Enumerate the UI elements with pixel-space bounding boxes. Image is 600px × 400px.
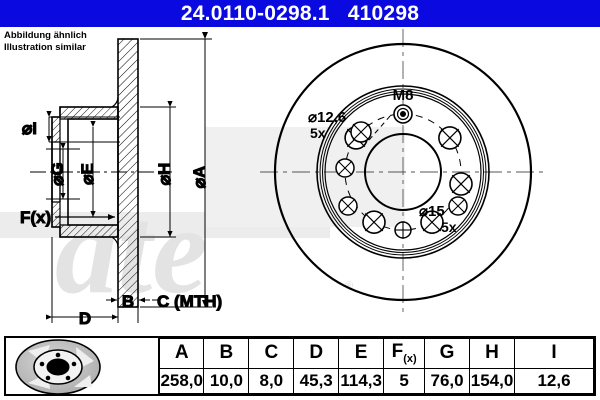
dimension-diameter-h	[140, 101, 176, 238]
header-reference: 410298	[347, 2, 420, 25]
label-fx: F(x)	[20, 208, 51, 227]
table-header-fx: F(x)	[383, 338, 426, 369]
svg-text:®: ®	[345, 280, 353, 292]
table-header-d: D	[293, 338, 340, 369]
table-value-d: 45,3	[293, 367, 340, 395]
large-hole	[362, 210, 386, 235]
note-line-en: Illustration similar	[4, 41, 86, 53]
annotation-small-hole	[368, 114, 392, 141]
label-diameter-e: ⌀E	[78, 163, 97, 185]
dimension-diameter-i	[46, 111, 120, 143]
disc-hat	[51, 96, 119, 248]
large-hole	[449, 172, 473, 196]
label-small-hole-count: 5x	[310, 125, 326, 141]
large-holes-group	[344, 126, 473, 235]
table-value-e: 114,3	[338, 367, 385, 395]
label-large-hole-dia: ⌀15	[419, 203, 445, 220]
small-hole	[394, 221, 412, 239]
table-value-b: 10,0	[203, 367, 250, 395]
dimension-diameter-g	[46, 143, 80, 200]
brake-disc-icon	[6, 338, 160, 395]
small-hole	[338, 196, 358, 216]
header-banner: 24.0110-0298.1 410298	[0, 0, 600, 27]
table-value-a: 258,0	[158, 367, 205, 395]
label-b: B	[122, 292, 134, 311]
label-diameter-h: ⌀H	[155, 163, 174, 186]
face-centre-lines	[260, 29, 546, 315]
large-hole	[438, 126, 462, 150]
label-small-hole-dia: ⌀12,6	[308, 109, 346, 126]
table-header-h: H	[469, 338, 515, 369]
table-header-i: I	[514, 338, 594, 369]
header-spacer	[330, 3, 348, 24]
table-header-a: A	[158, 338, 205, 369]
dimension-b-c-d	[46, 237, 160, 323]
table-value-g: 76,0	[424, 367, 471, 395]
label-m8: M8	[393, 87, 414, 104]
table-value-h: 154,0	[469, 367, 515, 395]
table-header-row: A B C D E F(x) G H I	[6, 338, 594, 395]
cross-section-view: ⌀I ⌀G ⌀E ⌀H	[20, 32, 223, 329]
table-header-c: C	[248, 338, 295, 369]
small-holes-group	[335, 121, 468, 239]
label-c: C (MTH)	[157, 292, 222, 311]
small-hole	[350, 121, 372, 143]
label-large-hole-count: 5x	[441, 219, 457, 235]
table-header-b: B	[203, 338, 250, 369]
m8-thread-hole	[393, 104, 413, 124]
small-hole	[335, 158, 355, 178]
label-d: D	[79, 309, 91, 328]
dimension-diameter-a	[140, 32, 212, 308]
note-line-de: Abbildung ähnlich	[4, 30, 87, 41]
label-diameter-g: ⌀G	[48, 162, 67, 185]
bolt-circle	[344, 113, 462, 231]
header-part-number: 24.0110-0298.1	[180, 2, 330, 25]
table-value-i: 12,6	[514, 367, 594, 395]
face-view: M8 ⌀12,6 5x ⌀15 5x	[260, 29, 546, 315]
table-value-c: 8,0	[248, 367, 295, 395]
table-header-g: G	[424, 338, 471, 369]
small-hole	[448, 196, 468, 216]
large-hole	[420, 210, 444, 235]
table-header-e: E	[338, 338, 385, 369]
illustration-note: Abbildung ähnlich Illustration similar	[4, 30, 87, 53]
table-value-row: 258,0 10,0 8,0 45,3 114,3 5 76,0 154,0 1…	[6, 367, 594, 395]
disc-outer-circle	[273, 42, 533, 302]
label-diameter-a: ⌀A	[190, 166, 209, 189]
table-value-fx: 5	[383, 367, 426, 395]
hub-bore-circle	[364, 133, 442, 211]
drawing-area: ate ®	[0, 27, 600, 330]
label-diameter-i: ⌀I	[22, 119, 37, 138]
specification-table: A B C D E F(x) G H I 258,0 10,0 8,0 45,3…	[4, 336, 596, 396]
